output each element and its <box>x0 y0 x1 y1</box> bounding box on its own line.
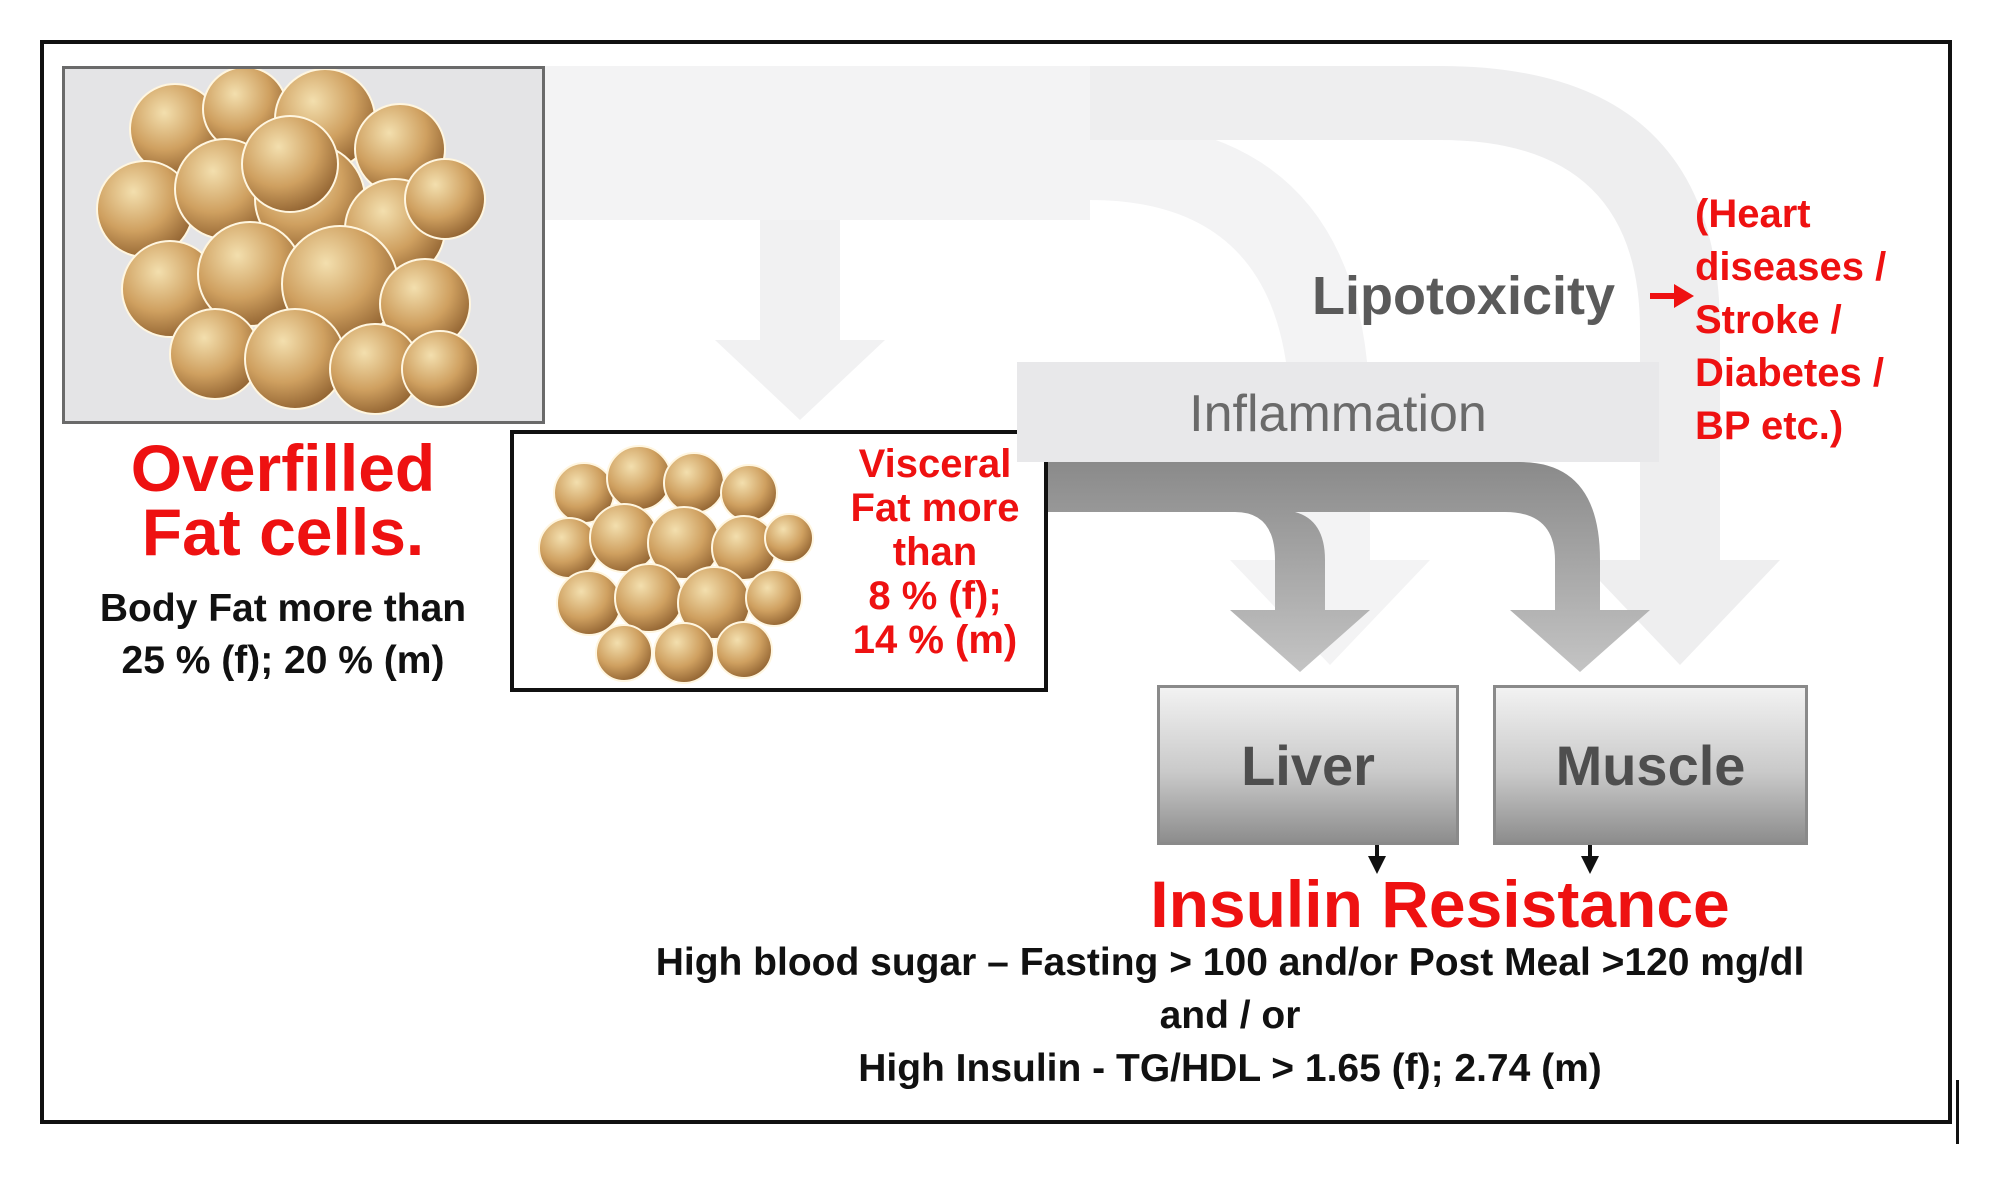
diseases-line1: (Heart <box>1695 192 1811 236</box>
inflammation-box: Inflammation <box>1017 362 1659 462</box>
inflammation-label: Inflammation <box>1189 385 1487 443</box>
criteria-block: High blood sugar – Fasting > 100 and/or … <box>520 936 1940 1095</box>
red-arrow-icon <box>1650 284 1694 308</box>
visceral-line2: Fat more <box>850 486 1020 530</box>
visceral-line1: Visceral <box>858 442 1012 486</box>
visceral-fat-label: Visceral Fat more than 8 % (f); 14 % (m) <box>830 442 1040 662</box>
flow-arrow-dark <box>1048 462 1650 672</box>
criteria-line3: High Insulin - TG/HDL > 1.65 (f); 2.74 (… <box>858 1047 1602 1090</box>
flow-arrow-to-liver-light <box>545 66 1430 665</box>
fat-cells-title-line2: Fat cells. <box>141 495 425 569</box>
frame-edge-mark <box>1956 1080 1959 1144</box>
diseases-list: (Heart diseases / Stroke / Diabetes / BP… <box>1695 188 1886 453</box>
visceral-line3: than <box>892 530 978 574</box>
diseases-line3: Stroke / <box>1695 298 1842 342</box>
insulin-resistance-title: Insulin Resistance <box>1150 867 1730 941</box>
body-fat-line2: 25 % (f); 20 % (m) <box>121 639 445 682</box>
fat-cells-title: Overfilled Fat cells. <box>62 431 504 569</box>
visceral-fat-box: Visceral Fat more than 8 % (f); 14 % (m) <box>510 430 1048 692</box>
muscle-box: Muscle <box>1493 685 1808 845</box>
liver-label: Liver <box>1241 733 1375 797</box>
muscle-label: Muscle <box>1555 733 1746 797</box>
diseases-line4: Diabetes / <box>1695 351 1884 395</box>
visceral-line5: 14 % (m) <box>852 618 1018 662</box>
fat-cells-title-line1: Overfilled <box>130 431 436 505</box>
criteria-line1: High blood sugar – Fasting > 100 and/or … <box>655 941 1805 984</box>
visceral-line4: 8 % (f); <box>868 574 1002 618</box>
diseases-line2: diseases / <box>1695 245 1887 289</box>
liver-box: Liver <box>1157 685 1459 845</box>
fat-cluster-small-icon <box>538 445 814 684</box>
fat-cluster-large-icon <box>96 69 486 415</box>
lipotoxicity-label: Lipotoxicity <box>1312 266 1616 326</box>
diseases-line5: BP etc.) <box>1695 404 1844 448</box>
body-fat-line1: Body Fat more than <box>99 587 467 630</box>
body-fat-criteria: Body Fat more than 25 % (f); 20 % (m) <box>52 583 514 687</box>
criteria-line2: and / or <box>1159 994 1301 1037</box>
fat-cells-image <box>62 66 545 424</box>
